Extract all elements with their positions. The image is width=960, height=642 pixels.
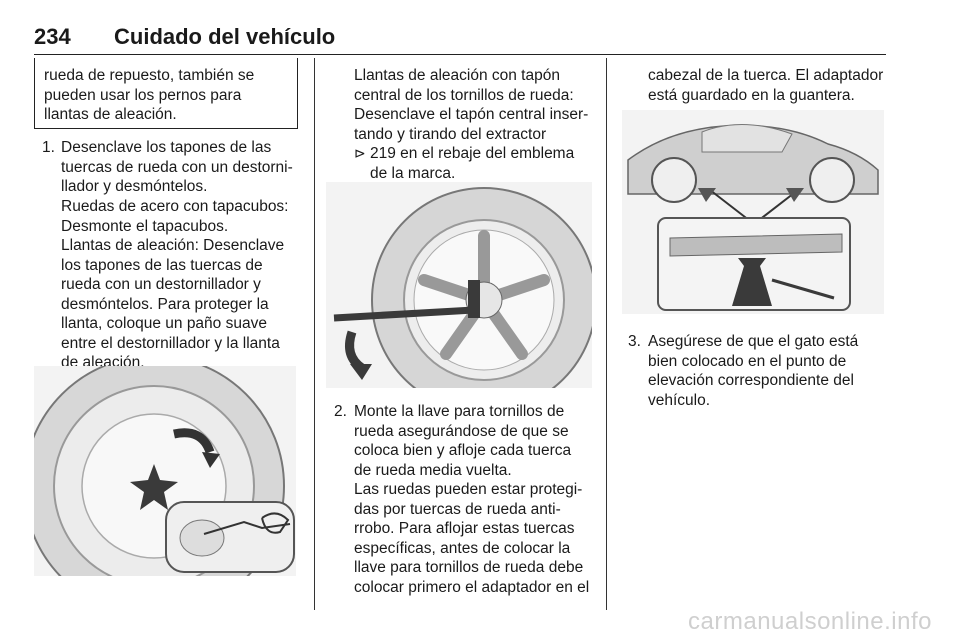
- page-header: 234 Cuidado del vehículo: [34, 24, 886, 55]
- antitheft-text: Las ruedas pueden estar protegi- das por…: [354, 481, 590, 596]
- adapter-text: cabezal de la tuerca. El adaptador está …: [648, 67, 884, 104]
- step-3-text: Asegúrese de que el gato está bien coloc…: [648, 333, 859, 409]
- steel-wheels-text: Ruedas de acero con tapacubos: Desmonte …: [61, 198, 289, 235]
- alloy-wheels-text: Llantas de aleación: Desenclave los tapo…: [61, 237, 285, 371]
- page-reference-text: 219 en el rebaje del emblema de la marca…: [370, 145, 575, 182]
- page-number: 234: [34, 24, 71, 49]
- step-2-number: 2.: [334, 403, 347, 420]
- step-2-text: Monte la llave para tornillos de rueda a…: [354, 403, 572, 479]
- page-title: Cuidado del vehículo: [114, 24, 336, 49]
- watermark: carmanualsonline.info: [688, 608, 932, 635]
- column-divider: [314, 58, 315, 610]
- ref-arrow-icon: ⊳: [354, 145, 366, 161]
- step-1-number: 1.: [42, 139, 55, 156]
- jack-position-illustration: [622, 110, 884, 314]
- step-1-text: Desenclave los tapones de las tuercas de…: [61, 139, 293, 195]
- column-divider: [606, 58, 607, 610]
- wheel-wrench-illustration: [326, 182, 592, 388]
- center-cap-text: Llantas de aleación con tapón central de…: [354, 67, 589, 143]
- note-text: rueda de repuesto, también se pueden usa…: [44, 67, 255, 123]
- step-3-number: 3.: [628, 333, 641, 350]
- wheel-cap-removal-illustration: [34, 366, 296, 576]
- note-box: [34, 58, 298, 129]
